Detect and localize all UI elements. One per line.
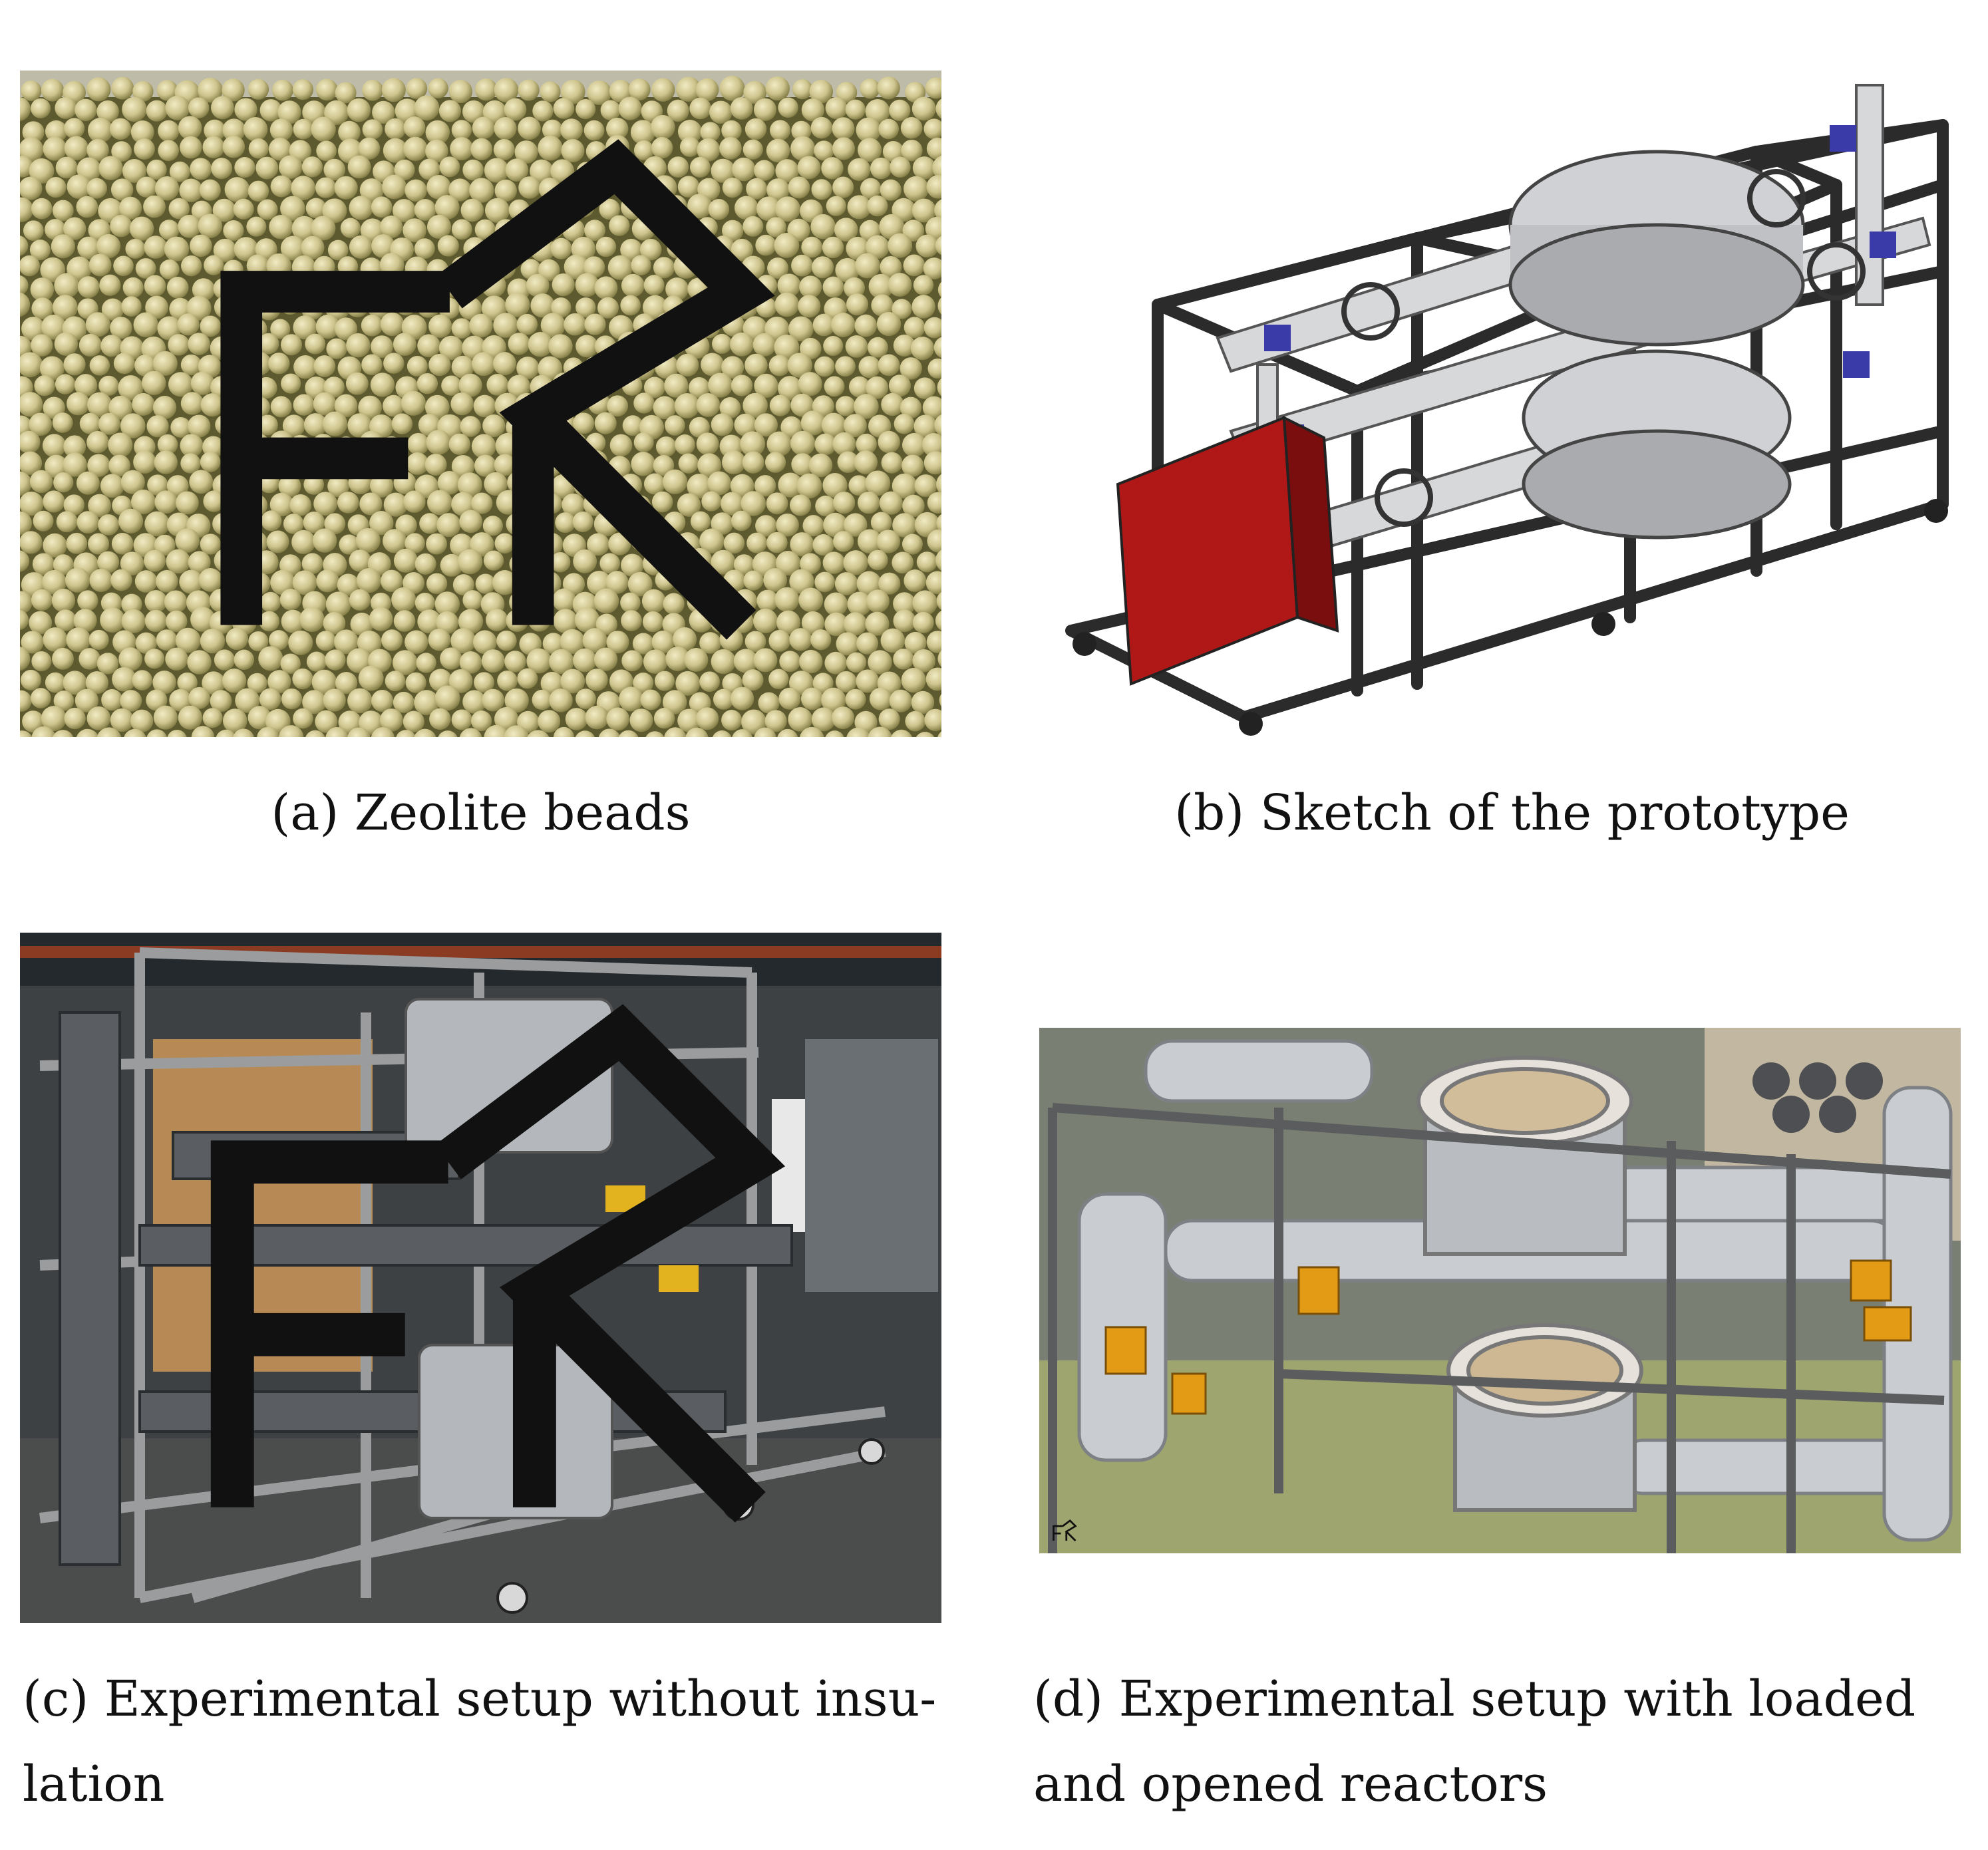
caption-a-line-1: (a) Zeolite beads — [271, 784, 691, 842]
caption-b-line-1: (b) Sketch of the prototype — [1174, 784, 1850, 842]
insulated-setup-photo — [1039, 1028, 1961, 1553]
caption-d: (d) Experimental setup with loaded and o… — [1033, 1656, 1978, 1827]
panel-d-image — [1039, 1028, 1961, 1553]
caption-b: (b) Sketch of the prototype — [1058, 770, 1966, 855]
caption-c: (c) Experimental setup without insu- lat… — [23, 1656, 947, 1827]
caption-c-line-1: (c) Experimental setup without insu- — [23, 1670, 937, 1728]
panel-a-image — [20, 71, 941, 737]
experimental-setup-photo — [20, 933, 941, 1623]
caption-d-line-2: and opened reactors — [1033, 1756, 1548, 1813]
publisher-logo-icon — [210, 1004, 786, 1523]
caption-a: (a) Zeolite beads — [20, 770, 941, 855]
panel-b-image — [1058, 19, 1966, 737]
panel-c-image — [20, 933, 941, 1623]
caption-c-line-2: lation — [23, 1756, 165, 1813]
publisher-logo-icon — [1053, 1519, 1077, 1542]
prototype-sketch — [1058, 19, 1966, 737]
caption-d-line-1: (d) Experimental setup with loaded — [1033, 1670, 1916, 1728]
publisher-logo-icon — [220, 139, 775, 640]
